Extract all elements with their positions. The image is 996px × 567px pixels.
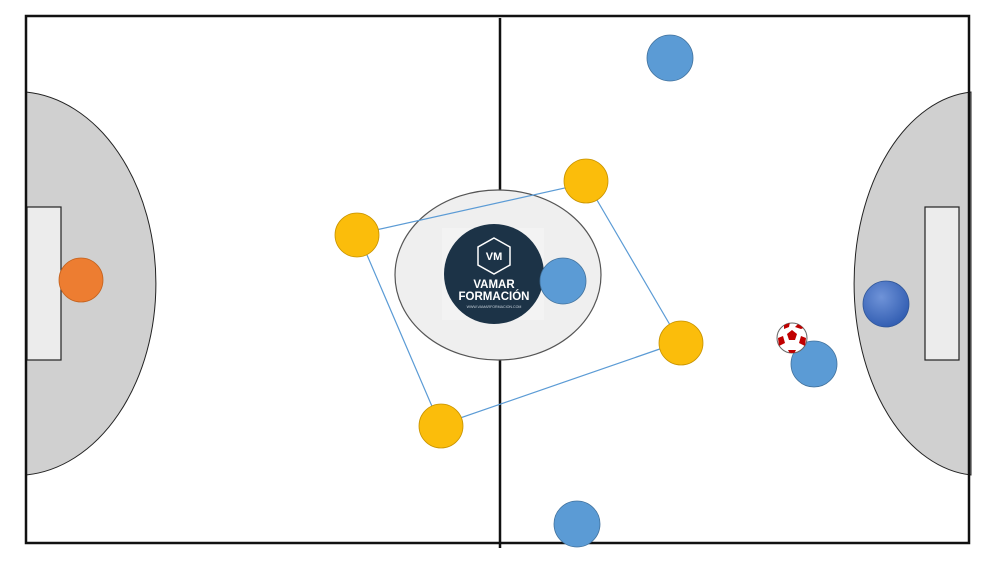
ball-icon — [776, 322, 808, 354]
yellow-player — [658, 320, 704, 366]
logo-line1: VAMAR — [473, 279, 515, 291]
blue-player — [646, 34, 694, 82]
vamar-formacion-logo: VM VAMAR FORMACIÓN WWW.VAMARFORMACION.CO… — [442, 224, 544, 324]
blue-player — [553, 500, 601, 548]
pitch-boundary — [24, 14, 971, 545]
goalkeeper-blue — [862, 280, 910, 328]
blue-player — [539, 257, 587, 305]
logo-line2: FORMACIÓN — [459, 290, 530, 303]
yellow-player — [418, 403, 464, 449]
goalkeeper-orange — [58, 257, 104, 303]
logo-website: WWW.VAMARFORMACION.COM — [467, 305, 522, 309]
blue-player — [790, 340, 838, 388]
yellow-player — [334, 212, 380, 258]
logo-badge-text: VM — [486, 251, 503, 263]
right-penalty-area — [853, 91, 972, 476]
logo-hexagon-icon — [477, 237, 511, 275]
right-goal — [924, 206, 960, 361]
left-goal — [26, 206, 62, 361]
yellow-player — [563, 158, 609, 204]
